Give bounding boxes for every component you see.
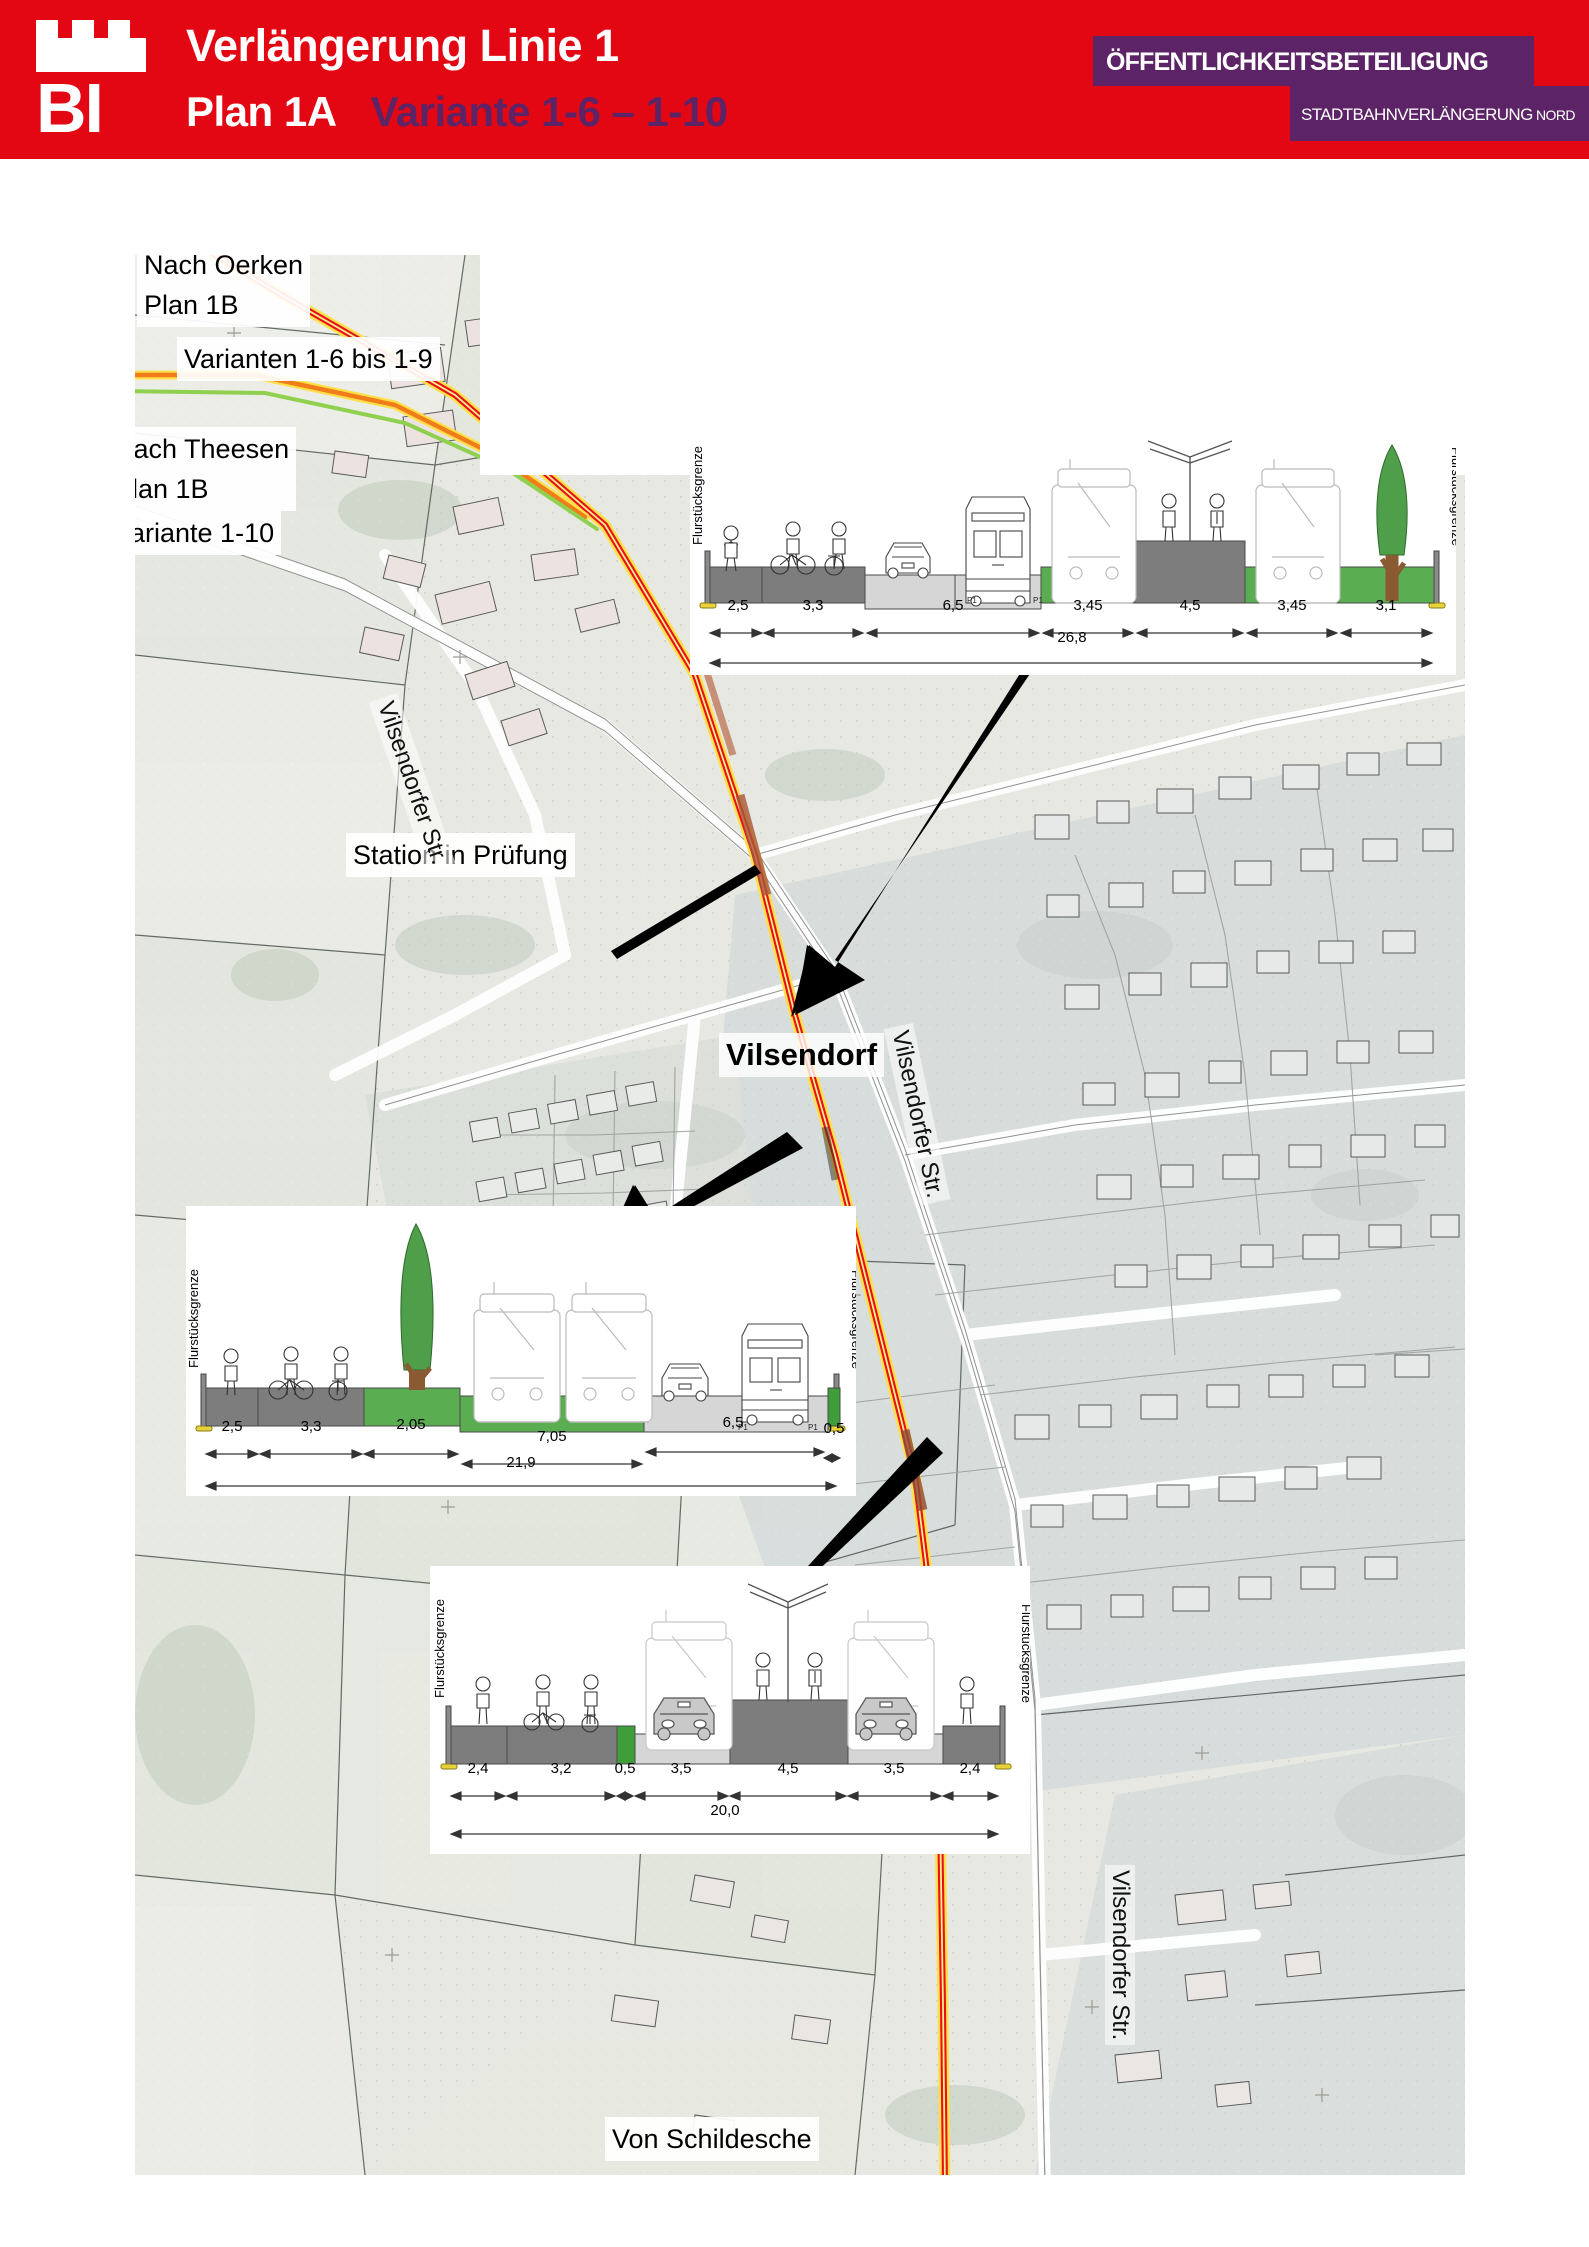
label-nach-oerken-line2: Plan 1B xyxy=(144,290,239,320)
dim-top-2: 6,5 xyxy=(942,597,964,614)
label-station-in-pruefung: Station in Prüfung xyxy=(346,833,575,877)
label-vilsendorf: Vilsendorf xyxy=(719,1033,885,1077)
badge-stadtbahnverlaengerung-nord: STADTBAHNVERLÄNGERUNG NORD xyxy=(1290,86,1589,141)
dim-top-6: 3,1 xyxy=(1375,597,1397,614)
svg-text:Flurstücksgrenze: Flurstücksgrenze xyxy=(1019,1604,1030,1703)
label-varianten-1-6-bis-1-9: Varianten 1-6 bis 1-9 xyxy=(177,337,440,381)
cross-section-bottom-drawing: Flurstücksgrenze Flurstücksgrenze xyxy=(430,1566,1030,1854)
label-nach-theesen: Nach Theesen Plan 1B xyxy=(135,427,297,511)
dim-top-1: 3,3 xyxy=(802,597,824,614)
cross-section-top-drawing: P1 P1 xyxy=(690,375,1456,675)
label-nach-oerken-line1: Nach Oerken xyxy=(144,255,304,280)
logo-text: BI xyxy=(36,69,104,147)
svg-text:P1: P1 xyxy=(738,1423,748,1432)
label-nach-theesen-line2: Plan 1B xyxy=(135,474,209,504)
badge-bottom-label-main: STADTBAHNVERLÄNGERUNG xyxy=(1301,105,1533,124)
dim-bot-2: 0,5 xyxy=(614,1760,636,1777)
dim-top-0: 2,5 xyxy=(727,597,749,614)
dim-top-5: 3,45 xyxy=(1277,597,1307,614)
svg-text:Flurstücksgrenze: Flurstücksgrenze xyxy=(690,446,705,545)
svg-text:Flurstücksgrenze: Flurstücksgrenze xyxy=(849,1270,856,1369)
cross-section-top: P1 P1 xyxy=(690,375,1456,675)
svg-text:Flurstücksgrenze: Flurstücksgrenze xyxy=(1449,447,1456,546)
dim-bot-6: 2,4 xyxy=(959,1760,981,1777)
bielefeld-city-logo: BI xyxy=(36,20,146,147)
label-nach-oerken: Nach Oerken Plan 1B xyxy=(137,255,311,327)
dim-mid-4: 6,5 xyxy=(722,1414,744,1431)
dim-bot-1: 3,2 xyxy=(550,1760,572,1777)
dim-bot-4: 4,5 xyxy=(777,1760,799,1777)
dim-top-3: 3,45 xyxy=(1073,597,1103,614)
page-header: BI Verlängerung Linie 1 Plan 1A Variante … xyxy=(0,0,1589,159)
cross-section-bottom: Flurstücksgrenze Flurstücksgrenze 2,4 3,… xyxy=(430,1566,1030,1854)
svg-text:Flurstücksgrenze: Flurstücksgrenze xyxy=(432,1599,447,1698)
page-subtitle: Plan 1A Variante 1-6 – 1-10 xyxy=(186,88,728,136)
badge-bottom-label-nord: NORD xyxy=(1532,107,1575,123)
cross-section-middle-drawing: P1 P1 Flurstücksgrenze Flurstücksgrenze xyxy=(186,1206,856,1496)
label-nach-theesen-line1: Nach Theesen xyxy=(135,434,290,464)
dim-bot-5: 3,5 xyxy=(883,1760,905,1777)
dim-top-4: 4,5 xyxy=(1179,597,1201,614)
dim-mid-3: 7,05 xyxy=(537,1428,567,1445)
dim-top-total: 26,8 xyxy=(1057,629,1087,646)
svg-text:Flurstücksgrenze: Flurstücksgrenze xyxy=(186,1269,201,1368)
dim-mid-total: 21,9 xyxy=(506,1454,536,1471)
label-variante-1-10: Variante 1-10 xyxy=(135,511,282,555)
svg-text:P1: P1 xyxy=(808,1423,818,1432)
dim-bot-0: 2,4 xyxy=(467,1760,489,1777)
dim-mid-2: 2,05 xyxy=(396,1416,426,1433)
svg-text:P1: P1 xyxy=(967,596,977,605)
dim-bot-3: 3,5 xyxy=(670,1760,692,1777)
variant-label: Variante 1-6 – 1-10 xyxy=(370,88,729,135)
cross-section-middle: P1 P1 Flurstücksgrenze Flurstücksgrenze … xyxy=(186,1206,856,1496)
label-von-schildesche: Von Schildesche xyxy=(605,2117,819,2161)
dim-bot-total: 20,0 xyxy=(710,1802,740,1819)
svg-text:P1: P1 xyxy=(1033,596,1043,605)
page-title: Verlängerung Linie 1 xyxy=(186,20,619,71)
dim-mid-1: 3,3 xyxy=(300,1418,322,1435)
badge-top-label: ÖFFENTLICHKEITSBETEILIGUNG xyxy=(1106,48,1489,76)
dim-mid-5: 0,5 xyxy=(823,1420,845,1437)
badge-bottom-label: STADTBAHNVERLÄNGERUNG NORD xyxy=(1301,105,1575,125)
badge-oeffentlichkeitsbeteiligung: ÖFFENTLICHKEITSBETEILIGUNG xyxy=(1093,36,1534,86)
battlement-icon xyxy=(36,20,146,72)
dim-mid-0: 2,5 xyxy=(221,1418,243,1435)
plan-label: Plan 1A xyxy=(186,88,337,135)
